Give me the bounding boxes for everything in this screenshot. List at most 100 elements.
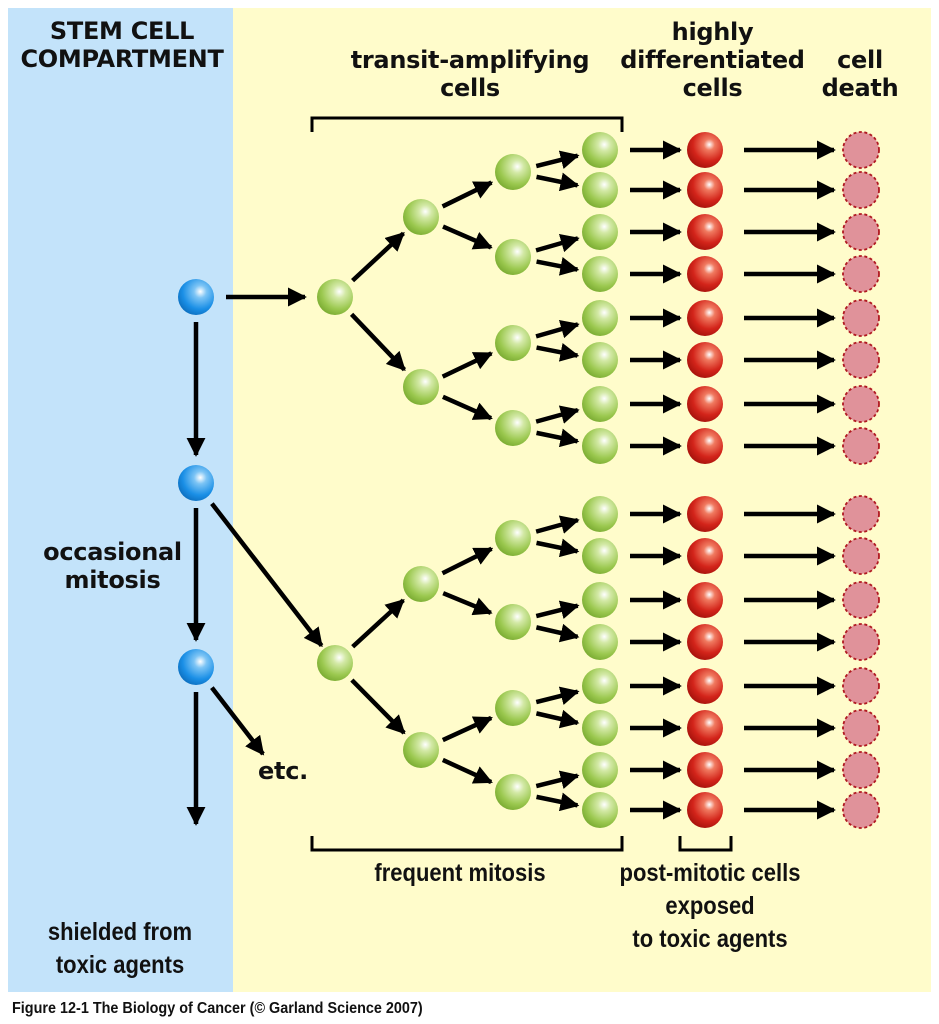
transit-cell-gen3 [495, 690, 531, 726]
differentiated-cell [687, 300, 723, 336]
transit-cell-gen4 [582, 132, 618, 168]
differentiated-cell [687, 214, 723, 250]
figure-caption: Figure 12-1 The Biology of Cancer (© Gar… [12, 1000, 423, 1017]
differentiated-cell [687, 538, 723, 574]
division-arrow [536, 343, 580, 362]
division-arrow [536, 257, 580, 276]
stem-compartment-heading: STEM CELL COMPARTMENT [20, 17, 224, 73]
differentiated-cell [687, 624, 723, 660]
division-arrow [441, 351, 494, 379]
highly-differentiated-heading: highly differentiated cells [620, 18, 805, 102]
transit-cell-gen4 [582, 792, 618, 828]
cell-death-heading: cell death [821, 46, 899, 102]
dead-cell [842, 341, 880, 379]
transit-cell-gen4 [582, 752, 618, 788]
transit-cell-gen4 [582, 300, 618, 336]
division-arrow [441, 757, 493, 785]
main-background [233, 8, 931, 992]
dead-cell [842, 709, 880, 747]
differentiated-cell [687, 792, 723, 828]
division-arrow [349, 312, 407, 372]
transit-cell-gen2 [403, 732, 439, 768]
frequent-mitosis-label: frequent mitosis [374, 859, 546, 887]
division-arrow [535, 770, 580, 789]
dead-cell [842, 427, 880, 465]
dead-cell [842, 791, 880, 829]
division-arrow [535, 515, 580, 534]
dead-cell [842, 581, 880, 619]
division-arrow [441, 180, 494, 209]
post-mitotic-bracket [678, 836, 733, 852]
division-arrow [535, 709, 580, 729]
occasional-mitosis-label: occasional mitosis [43, 538, 182, 594]
brackets [310, 116, 733, 852]
frequent-mitosis-bracket [310, 836, 624, 852]
differentiated-cell [687, 428, 723, 464]
division-arrow [535, 600, 580, 619]
division-arrow [535, 623, 580, 643]
transit-cell-gen1 [317, 279, 353, 315]
post-mitotic-label: post-mitotic cells exposed to toxic agen… [619, 859, 801, 953]
transit-cell-gen4 [582, 386, 618, 422]
dead-cell [842, 385, 880, 423]
differentiated-cell [687, 172, 723, 208]
transit-cell-gen4 [582, 214, 618, 250]
transit-cell-gen2 [403, 199, 439, 235]
dead-cell [842, 751, 880, 789]
etc-label: etc. [258, 757, 308, 785]
transit-cell-gen3 [495, 774, 531, 810]
transit-cell-gen4 [582, 668, 618, 704]
division-arrow [441, 546, 494, 576]
division-arrow [442, 224, 493, 250]
transit-cell-gen4 [582, 342, 618, 378]
cells [178, 131, 880, 829]
transit-amplifying-bracket [310, 116, 624, 132]
differentiated-cell [687, 342, 723, 378]
division-arrow [535, 319, 580, 339]
dead-cell [842, 495, 880, 533]
dead-cell [842, 131, 880, 169]
transit-cell-gen1 [317, 645, 353, 681]
dead-cell [842, 537, 880, 575]
etc-arrow [210, 686, 265, 756]
division-arrow [441, 715, 493, 743]
transit-amplifying-heading: transit-amplifying cells [350, 46, 590, 102]
differentiated-cell [687, 710, 723, 746]
division-arrow [442, 394, 493, 421]
division-arrow [536, 792, 580, 812]
stem-cell [178, 649, 214, 685]
dead-cell [842, 171, 880, 209]
arrows [186, 140, 836, 826]
shielded-label: shielded from toxic agents [47, 918, 193, 979]
transit-cell-gen3 [495, 325, 531, 361]
transit-cell-gen3 [495, 154, 531, 190]
transit-cell-gen2 [403, 566, 439, 602]
transit-cell-gen4 [582, 172, 618, 208]
stem-to-transit-arrow [210, 502, 324, 648]
transit-cell-gen4 [582, 256, 618, 292]
transit-cell-gen3 [495, 520, 531, 556]
transit-cell-gen4 [582, 624, 618, 660]
division-arrow [535, 233, 580, 253]
transit-cell-gen4 [582, 428, 618, 464]
division-arrow [351, 231, 405, 283]
division-arrow [536, 172, 580, 192]
dead-cell [842, 255, 880, 293]
dead-cell [842, 299, 880, 337]
differentiated-cell [687, 496, 723, 532]
differentiated-cell [687, 256, 723, 292]
division-arrow [351, 598, 405, 649]
transit-cell-gen3 [495, 410, 531, 446]
transit-cell-gen3 [495, 239, 531, 275]
transit-cell-gen3 [495, 604, 531, 640]
division-arrow [350, 678, 406, 735]
transit-cell-gen4 [582, 496, 618, 532]
transit-cell-gen4 [582, 538, 618, 574]
dead-cell [842, 213, 880, 251]
division-arrow [535, 150, 580, 169]
division-arrow [535, 405, 580, 424]
stem-cell [178, 279, 214, 315]
division-arrow [442, 591, 493, 616]
dead-cell [842, 623, 880, 661]
